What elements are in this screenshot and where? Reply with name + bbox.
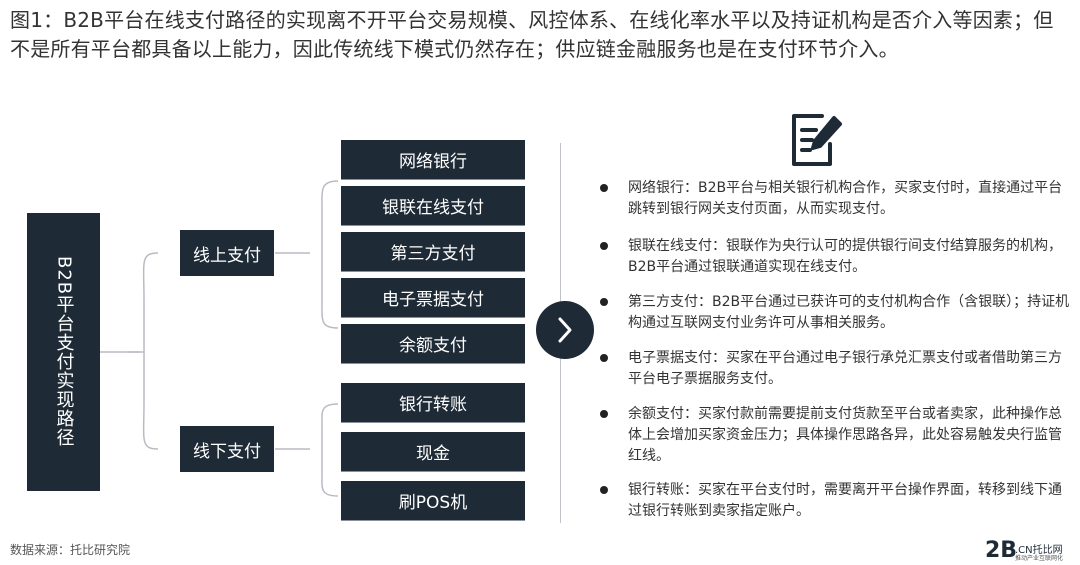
description-item: 电子票据支付：买家在平台通过电子银行承兑汇票支付或者借助第三方平台电子票据服务支… — [600, 348, 1070, 390]
leaf-e-bill: 电子票据支付 — [341, 278, 525, 318]
chevron-right-icon — [558, 317, 572, 343]
logo-tagline: 推动产业互联网化 — [1015, 555, 1064, 562]
leaf-label: 电子票据支付 — [382, 290, 484, 310]
description-text: 第三方支付：B2B平台通过已获许可的支付机构合作（含银联）；持证机构通过互联网支… — [628, 294, 1070, 331]
leaf-label: 余额支付 — [399, 336, 467, 356]
description-text: 银联在线支付：银联作为央行认可的提供银行间支付结算服务的机构，B2B平台通过银联… — [628, 238, 1062, 275]
description-text: 电子票据支付：买家在平台通过电子银行承兑汇票支付或者借助第三方平台电子票据服务支… — [628, 350, 1062, 387]
description-text: 余额支付：买家付款前需要提前支付货款至平台或者卖家，此种操作总体上会增加买家资金… — [628, 406, 1062, 464]
data-source: 数据来源：托比研究院 — [10, 543, 131, 557]
leaf-pos: 刷POS机 — [341, 481, 525, 521]
leaf-third-party: 第三方支付 — [341, 232, 525, 272]
description-text: 银行转账：买家在平台支付时，需要离开平台操作界面，转移到线下通过银行转账到卖家指… — [628, 482, 1062, 519]
arrow-button — [536, 301, 594, 359]
page-title: 图1：B2B平台在线支付路径的实现离不开平台交易规模、风控体系、在线化率水平以及… — [10, 8, 1054, 61]
leaf-cash: 现金 — [341, 432, 525, 472]
category-offline-label: 线下支付 — [193, 441, 261, 462]
leaf-unionpay: 银联在线支付 — [341, 186, 525, 226]
bullet-icon — [600, 184, 608, 192]
description-item: 银联在线支付：银联作为央行认可的提供银行间支付结算服务的机构，B2B平台通过银联… — [600, 236, 1070, 278]
description-item: 余额支付：买家付款前需要提前支付货款至平台或者卖家，此种操作总体上会增加买家资金… — [600, 404, 1070, 467]
leaf-label: 网络银行 — [399, 152, 467, 172]
bullet-icon — [600, 242, 608, 250]
logo: 2B .CN托比网 推动产业互联网化 — [985, 538, 1075, 564]
bullet-icon — [600, 354, 608, 362]
leaf-label: 刷POS机 — [398, 493, 468, 513]
category-online-payment: 线上支付 — [180, 230, 274, 276]
leaf-label: 银行转账 — [399, 395, 467, 415]
leaf-label: 银联在线支付 — [382, 198, 484, 218]
leaf-online-bank: 网络银行 — [341, 140, 525, 180]
category-offline-payment: 线下支付 — [180, 426, 274, 472]
bullet-icon — [600, 486, 608, 494]
description-item: 网络银行：B2B平台与相关银行机构合作，买家支付时，直接通过平台跳转到银行网关支… — [600, 178, 1070, 220]
category-online-label: 线上支付 — [193, 245, 261, 266]
logo-site: .CN托比网 — [1015, 545, 1063, 556]
bullet-icon — [600, 298, 608, 306]
edit-document-icon — [792, 114, 842, 166]
description-item: 银行转账：买家在平台支付时，需要离开平台操作界面，转移到线下通过银行转账到卖家指… — [600, 480, 1070, 522]
leaf-balance: 余额支付 — [341, 324, 525, 364]
description-item: 第三方支付：B2B平台通过已获许可的支付机构合作（含银联）；持证机构通过互联网支… — [600, 292, 1070, 334]
root-node: B2B平台支付实现路径 — [27, 213, 100, 491]
leaf-label: 现金 — [416, 444, 450, 464]
description-text: 网络银行：B2B平台与相关银行机构合作，买家支付时，直接通过平台跳转到银行网关支… — [628, 180, 1063, 217]
logo-mark: 2B — [985, 538, 1018, 563]
leaf-bank-transfer: 银行转账 — [341, 383, 525, 423]
bullet-icon — [600, 410, 608, 418]
leaf-label: 第三方支付 — [390, 244, 476, 264]
root-label: B2B平台支付实现路径 — [53, 256, 75, 448]
